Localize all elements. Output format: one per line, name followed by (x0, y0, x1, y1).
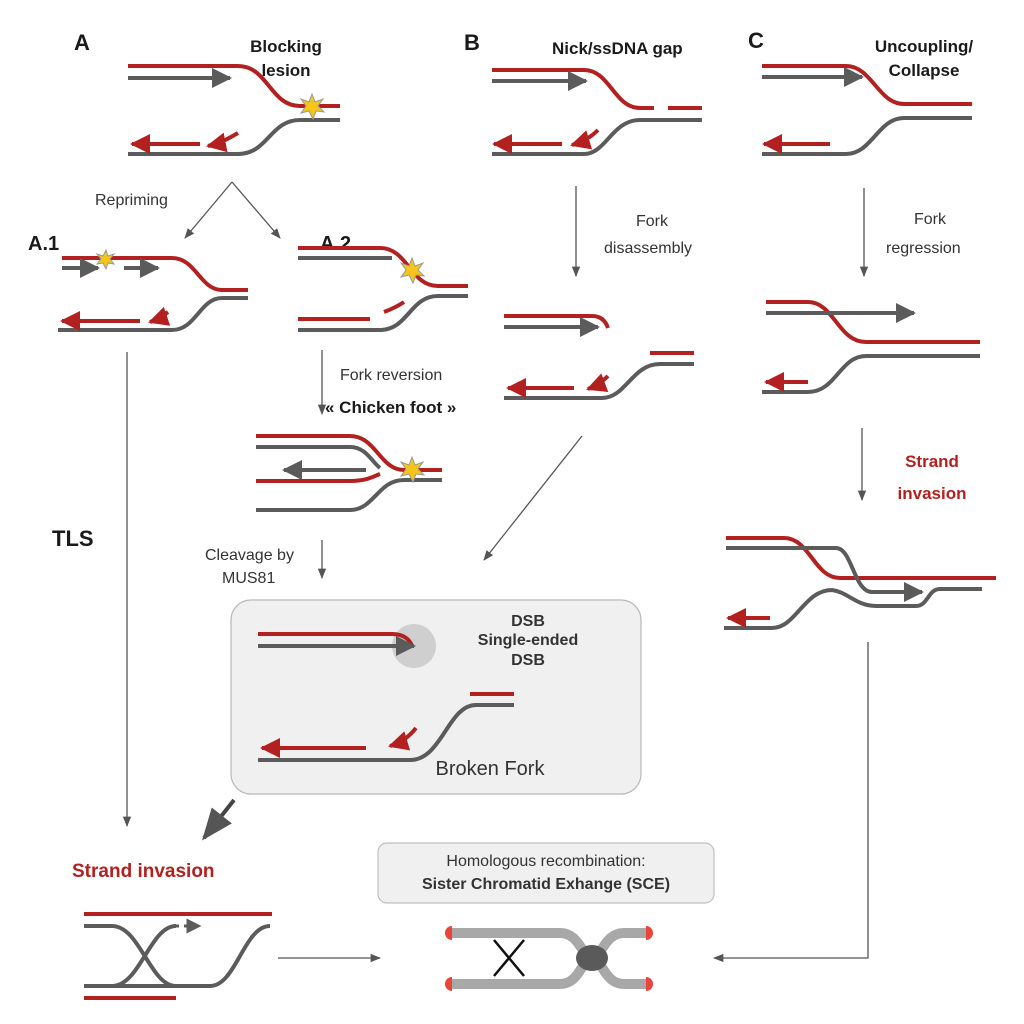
fork-reversion-label: Fork reversion (340, 367, 442, 384)
panel-b-title: Nick/ssDNA gap (552, 39, 683, 58)
dsb-box (230, 599, 642, 795)
fork-blocking-lesion (128, 64, 340, 156)
repriming-label: Repriming (95, 192, 168, 209)
panel-b-letter: B (464, 30, 480, 55)
panel-c-letter: C (748, 28, 764, 53)
broken-fork-label: Broken Fork (436, 758, 546, 780)
fork-regression-label-line1: Fork (914, 211, 947, 228)
arrow-icon (202, 798, 236, 841)
sister-chromatids (445, 926, 653, 991)
panel-a-title-line2: lesion (261, 61, 310, 80)
crossover-icon (493, 939, 525, 977)
fork-nick-gap (492, 68, 702, 156)
fork-disassembly-label-line2: disassembly (604, 240, 692, 257)
arrow-icon (483, 435, 583, 561)
fork-chicken-foot (256, 434, 442, 512)
fork-regression-label-line2: regression (886, 240, 961, 257)
fork-disassembly-label-line1: Fork (636, 213, 669, 230)
hr-label-line2: Sister Chromatid Exhange (SCE) (422, 876, 670, 893)
fork-uncoupled-collapse (762, 64, 972, 156)
panel-c-title-line1: Uncoupling/ (875, 37, 973, 56)
arrow-icon (231, 181, 281, 239)
lesion-star-icon (399, 256, 426, 285)
strand-invasion-c (724, 536, 996, 630)
arrow-icon (712, 642, 869, 963)
lesion-star-icon (95, 248, 116, 271)
panel-c-title-line2: Collapse (889, 61, 960, 80)
strand-invasion-tls (84, 912, 272, 1000)
cleavage-label-line2: MUS81 (222, 570, 275, 587)
panel-a-title-line1: Blocking (250, 37, 322, 56)
dsb-label-line1: DSB (511, 613, 545, 630)
cleavage-label-line1: Cleavage by (205, 547, 294, 564)
strand-invasion-right-line1: Strand (905, 452, 959, 471)
broken-fork-strands (258, 632, 514, 762)
hr-box (377, 842, 715, 904)
strand-invasion-right-line2: invasion (898, 484, 967, 503)
arrow-icon (184, 181, 233, 239)
lesion-star-icon (399, 455, 426, 484)
fork-a1-repriming (58, 248, 248, 332)
fork-disassembled (504, 314, 694, 400)
hr-label-line1: Homologous recombination: (446, 853, 645, 870)
lesion-star-icon (299, 92, 326, 121)
panel-a-letter: A (74, 30, 90, 55)
centromere-icon (576, 945, 608, 971)
tls-label: TLS (52, 526, 94, 551)
dsb-label-line2: Single-ended (478, 632, 578, 649)
dsb-label-line3: DSB (511, 652, 545, 669)
panel-a2-label: A.2 (320, 233, 351, 255)
fork-a2-uncoupled (298, 246, 468, 332)
panel-a1-label: A.1 (28, 233, 59, 255)
fork-regressed (762, 300, 980, 394)
strand-invasion-left-label: Strand invasion (72, 861, 215, 882)
chicken-foot-label: « Chicken foot » (325, 398, 456, 417)
